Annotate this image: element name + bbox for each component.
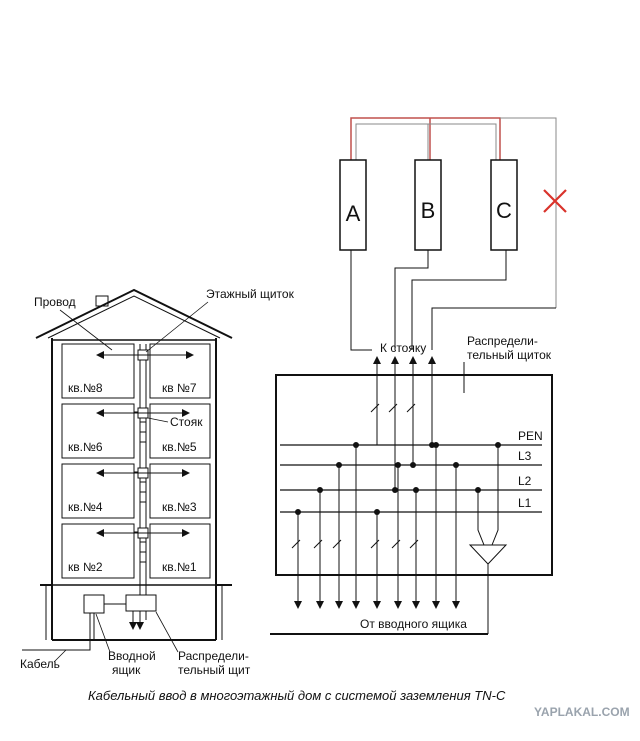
dist-board xyxy=(104,594,157,630)
incoming-feeder xyxy=(270,445,508,635)
stairwell-riser xyxy=(96,344,194,620)
riser-arrow-label: К стояку xyxy=(380,341,426,355)
bus-l3-label: L3 xyxy=(518,449,532,463)
input-feed-label: От вводного ящика xyxy=(360,617,467,631)
apt-3: кв.№3 xyxy=(162,500,197,514)
dist-board-label-1: Распредели- xyxy=(178,649,249,663)
apt-1: кв.№1 xyxy=(162,560,197,574)
caption: Кабельный ввод в многоэтажный дом с сист… xyxy=(88,688,506,703)
apt-7: кв №7 xyxy=(162,381,197,395)
input-box xyxy=(22,594,105,651)
bus-pen-label: PEN xyxy=(518,429,543,443)
apt-2: кв №2 xyxy=(68,560,103,574)
apt-6: кв.№6 xyxy=(68,440,103,454)
panel-title-line2: тельный щиток xyxy=(467,348,552,362)
panel-title-line1: Распредели- xyxy=(467,334,538,348)
phase-b-label: B xyxy=(421,198,436,223)
watermark: YAPLAKAL.COM xyxy=(534,705,630,719)
phase-b-box: B xyxy=(414,159,442,251)
input-box-label-1: Вводной xyxy=(108,649,156,663)
bus-l2-label: L2 xyxy=(518,474,532,488)
outlets-middle xyxy=(370,445,440,609)
apt-8: кв.№8 xyxy=(68,381,103,395)
bus-l1-label: L1 xyxy=(518,496,532,510)
distribution-panel xyxy=(275,374,553,576)
bus-bars xyxy=(280,444,542,513)
outlets-left xyxy=(291,445,360,609)
top-wiring xyxy=(350,117,557,308)
wire-label: Провод xyxy=(34,295,76,309)
outlet-junctions xyxy=(295,442,501,515)
phase-c-label: C xyxy=(496,198,512,223)
phase-a-box: A xyxy=(339,159,367,251)
riser-outlets xyxy=(370,356,436,490)
building xyxy=(35,288,233,641)
phase-c-box: C xyxy=(490,159,518,251)
cross-icon xyxy=(543,189,567,213)
cable-label: Кабель xyxy=(20,657,60,671)
phase-wires xyxy=(350,250,556,351)
riser-junctions xyxy=(353,442,435,515)
floor-panel-label: Этажный щиток xyxy=(206,287,295,301)
input-box-label-2: ящик xyxy=(112,663,141,677)
dist-board-label-2: тельный щит xyxy=(178,663,251,677)
phase-a-label: A xyxy=(346,201,361,226)
apt-4: кв.№4 xyxy=(68,500,103,514)
riser-label: Стояк xyxy=(170,415,203,429)
apt-5: кв.№5 xyxy=(162,440,197,454)
